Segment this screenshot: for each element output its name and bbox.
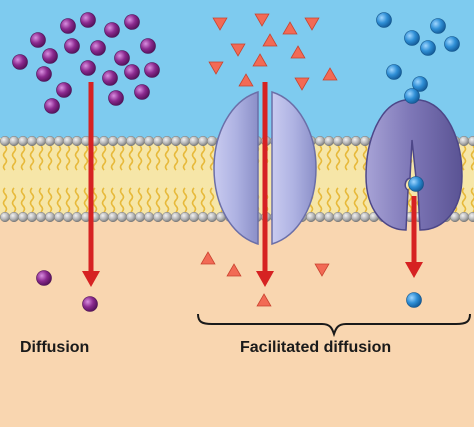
lipid-head [207, 136, 217, 146]
lipid-head [54, 136, 64, 146]
lipid-head [153, 212, 163, 222]
purple-molecule [43, 49, 58, 64]
purple-molecule [125, 65, 140, 80]
lipid-head [27, 136, 37, 146]
purple-molecule [57, 83, 72, 98]
purple-molecule [31, 33, 46, 48]
purple-molecule [37, 271, 52, 286]
lipid-head [180, 136, 190, 146]
lipid-head [36, 136, 46, 146]
lipid-head [180, 212, 190, 222]
lipid-head [72, 136, 82, 146]
lipid-head [45, 136, 55, 146]
lipid-head [135, 212, 145, 222]
lipid-head [207, 212, 217, 222]
lipid-head [171, 212, 181, 222]
lipid-head [72, 212, 82, 222]
purple-molecule [115, 51, 130, 66]
lipid-head [108, 136, 118, 146]
lipid-head [126, 212, 136, 222]
lipid-head [0, 136, 10, 146]
diffusion-label: Diffusion [20, 339, 89, 357]
lipid-head [324, 136, 334, 146]
lipid-head [324, 212, 334, 222]
lipid-head [117, 136, 127, 146]
lipid-head [459, 212, 469, 222]
lipid-head [162, 136, 172, 146]
purple-molecule [13, 55, 28, 70]
lipid-head [99, 136, 109, 146]
lipid-head [198, 212, 208, 222]
purple-molecule [81, 61, 96, 76]
lipid-head [189, 136, 199, 146]
blue-molecule [377, 13, 392, 28]
blue-molecule [387, 65, 402, 80]
lipid-head [342, 136, 352, 146]
purple-molecule [81, 13, 96, 28]
purple-molecule [65, 39, 80, 54]
blue-molecule [421, 41, 436, 56]
lipid-head [45, 212, 55, 222]
lipid-head [18, 212, 28, 222]
purple-molecule [105, 23, 120, 38]
lipid-head [333, 212, 343, 222]
lipid-head [351, 212, 361, 222]
purple-molecule [61, 19, 76, 34]
lipid-head [27, 212, 37, 222]
purple-molecule [83, 297, 98, 312]
lipid-head [144, 212, 154, 222]
blue-molecule [407, 293, 422, 308]
blue-molecule [431, 19, 446, 34]
purple-molecule [103, 71, 118, 86]
lipid-head [63, 212, 73, 222]
lipid-head [99, 212, 109, 222]
lipid-head [54, 212, 64, 222]
purple-molecule [135, 85, 150, 100]
lipid-head [198, 136, 208, 146]
blue-molecule [405, 89, 420, 104]
purple-molecule [109, 91, 124, 106]
lipid-head [0, 212, 10, 222]
lipid-head [144, 136, 154, 146]
lipid-head [459, 136, 469, 146]
lipid-head [135, 136, 145, 146]
blue-molecule [405, 31, 420, 46]
lipid-head [315, 212, 325, 222]
lipid-head [9, 212, 19, 222]
purple-molecule [37, 67, 52, 82]
lipid-head [306, 212, 316, 222]
lipid-head [126, 136, 136, 146]
lipid-head [153, 136, 163, 146]
lipid-head [63, 136, 73, 146]
lipid-head [360, 136, 370, 146]
lipid-head [315, 136, 325, 146]
lipid-head [9, 136, 19, 146]
lipid-head [333, 136, 343, 146]
lipid-head [189, 212, 199, 222]
lipid-head [36, 212, 46, 222]
purple-molecule [145, 63, 160, 78]
lipid-head [351, 136, 361, 146]
purple-molecule [125, 15, 140, 30]
lipid-head [342, 212, 352, 222]
purple-molecule [141, 39, 156, 54]
lipid-head [108, 212, 118, 222]
blue-molecule [445, 37, 460, 52]
lipid-head [117, 212, 127, 222]
lipid-head [360, 212, 370, 222]
lipid-head [162, 212, 172, 222]
facilitated-diffusion-label: Facilitated diffusion [240, 339, 391, 357]
lipid-head [171, 136, 181, 146]
purple-molecule [45, 99, 60, 114]
blue-molecule [409, 177, 424, 192]
lipid-head [18, 136, 28, 146]
purple-molecule [91, 41, 106, 56]
